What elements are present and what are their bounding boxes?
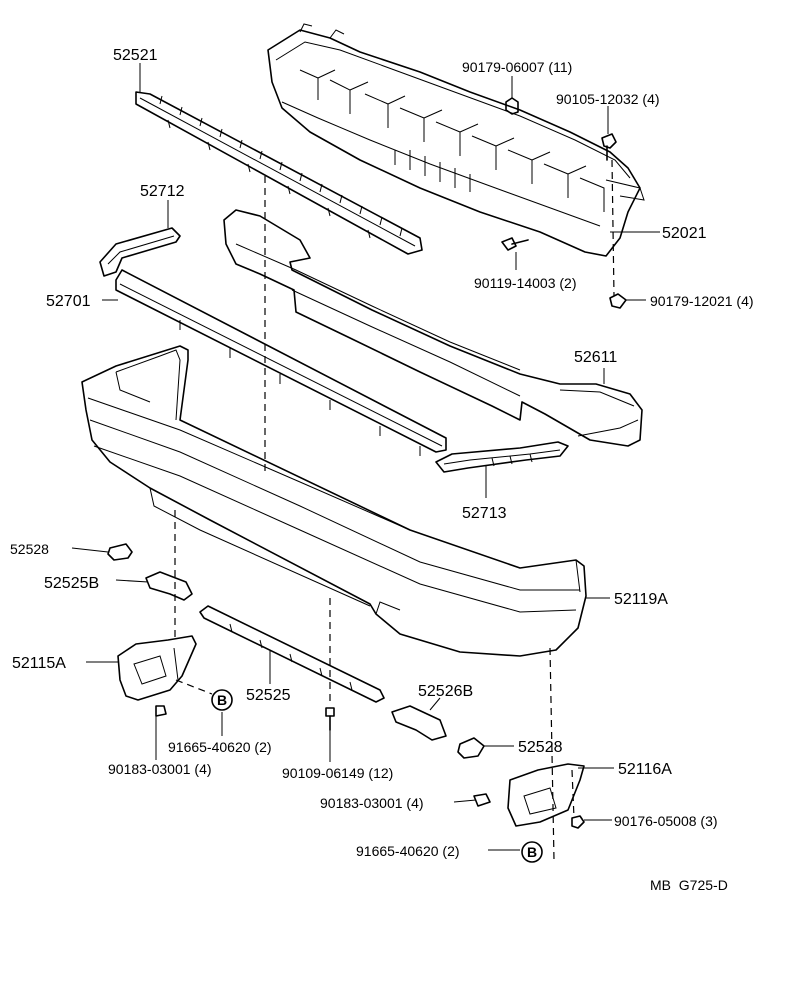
part-52119A-bumper-cover xyxy=(81,345,587,657)
part-52701-moulding xyxy=(115,269,447,456)
fastener-90179-12021 xyxy=(609,293,627,309)
label-90183-03001-left: 90183-03001 (4) xyxy=(108,761,212,777)
callout-b-right: B xyxy=(521,841,543,863)
label-52116A: 52116A xyxy=(618,761,672,778)
label-91665-40620-right: 91665-40620 (2) xyxy=(356,843,460,859)
callout-letter: B xyxy=(527,844,537,860)
callout-b-left: B xyxy=(211,689,233,711)
label-52528-right: 52528 xyxy=(518,739,563,756)
label-90105-12032: 90105-12032 (4) xyxy=(556,91,660,107)
fastener-90105-12032 xyxy=(601,133,617,161)
part-52526B xyxy=(391,705,447,741)
part-52713-moulding xyxy=(435,441,569,473)
part-52115A-bracket xyxy=(117,635,197,701)
part-52521-retainer xyxy=(135,91,423,255)
label-52713: 52713 xyxy=(462,505,507,522)
leader-lines xyxy=(71,63,660,851)
part-52525-strip xyxy=(199,605,385,703)
label-52021: 52021 xyxy=(662,225,707,242)
fastener-90109-06149 xyxy=(325,707,335,731)
fastener-90119-14003 xyxy=(501,237,529,251)
label-52712: 52712 xyxy=(140,183,185,200)
label-52525B: 52525B xyxy=(44,575,99,592)
fastener-90176-05008 xyxy=(571,815,585,829)
part-52021-reinforcement xyxy=(267,23,645,257)
label-52528-left: 52528 xyxy=(10,541,49,557)
part-52116A-bracket xyxy=(507,763,585,827)
part-52528-right xyxy=(457,737,485,759)
assembly-lines xyxy=(174,159,615,861)
label-90179-06007: 90179-06007 (11) xyxy=(462,59,572,75)
diagram-code: MB G725-D xyxy=(650,877,728,893)
fastener-90183-03001-right xyxy=(473,793,491,807)
label-90179-12021: 90179-12021 (4) xyxy=(650,293,754,309)
label-52701: 52701 xyxy=(46,293,91,310)
callout-letter: B xyxy=(217,692,227,708)
label-52526B: 52526B xyxy=(418,683,473,700)
fastener-90183-03001-left xyxy=(155,705,167,717)
label-90109-06149: 90109-06149 (12) xyxy=(282,765,393,781)
part-labels: 52521 90179-06007 (11) 90105-12032 (4) 5… xyxy=(10,47,754,859)
label-52611: 52611 xyxy=(574,349,617,366)
label-91665-40620-left: 91665-40620 (2) xyxy=(168,739,272,755)
label-90176-05008: 90176-05008 (3) xyxy=(614,813,718,829)
part-52525B xyxy=(145,571,193,601)
label-90119-14003: 90119-14003 (2) xyxy=(474,275,576,291)
part-52611-absorber xyxy=(223,209,643,447)
label-52525: 52525 xyxy=(246,687,291,704)
part-52712-moulding xyxy=(99,227,181,277)
label-52115A: 52115A xyxy=(12,655,66,672)
label-90183-03001-right: 90183-03001 (4) xyxy=(320,795,424,811)
label-52521: 52521 xyxy=(113,47,158,64)
part-52528-left xyxy=(107,543,133,561)
label-52119A: 52119A xyxy=(614,591,668,608)
